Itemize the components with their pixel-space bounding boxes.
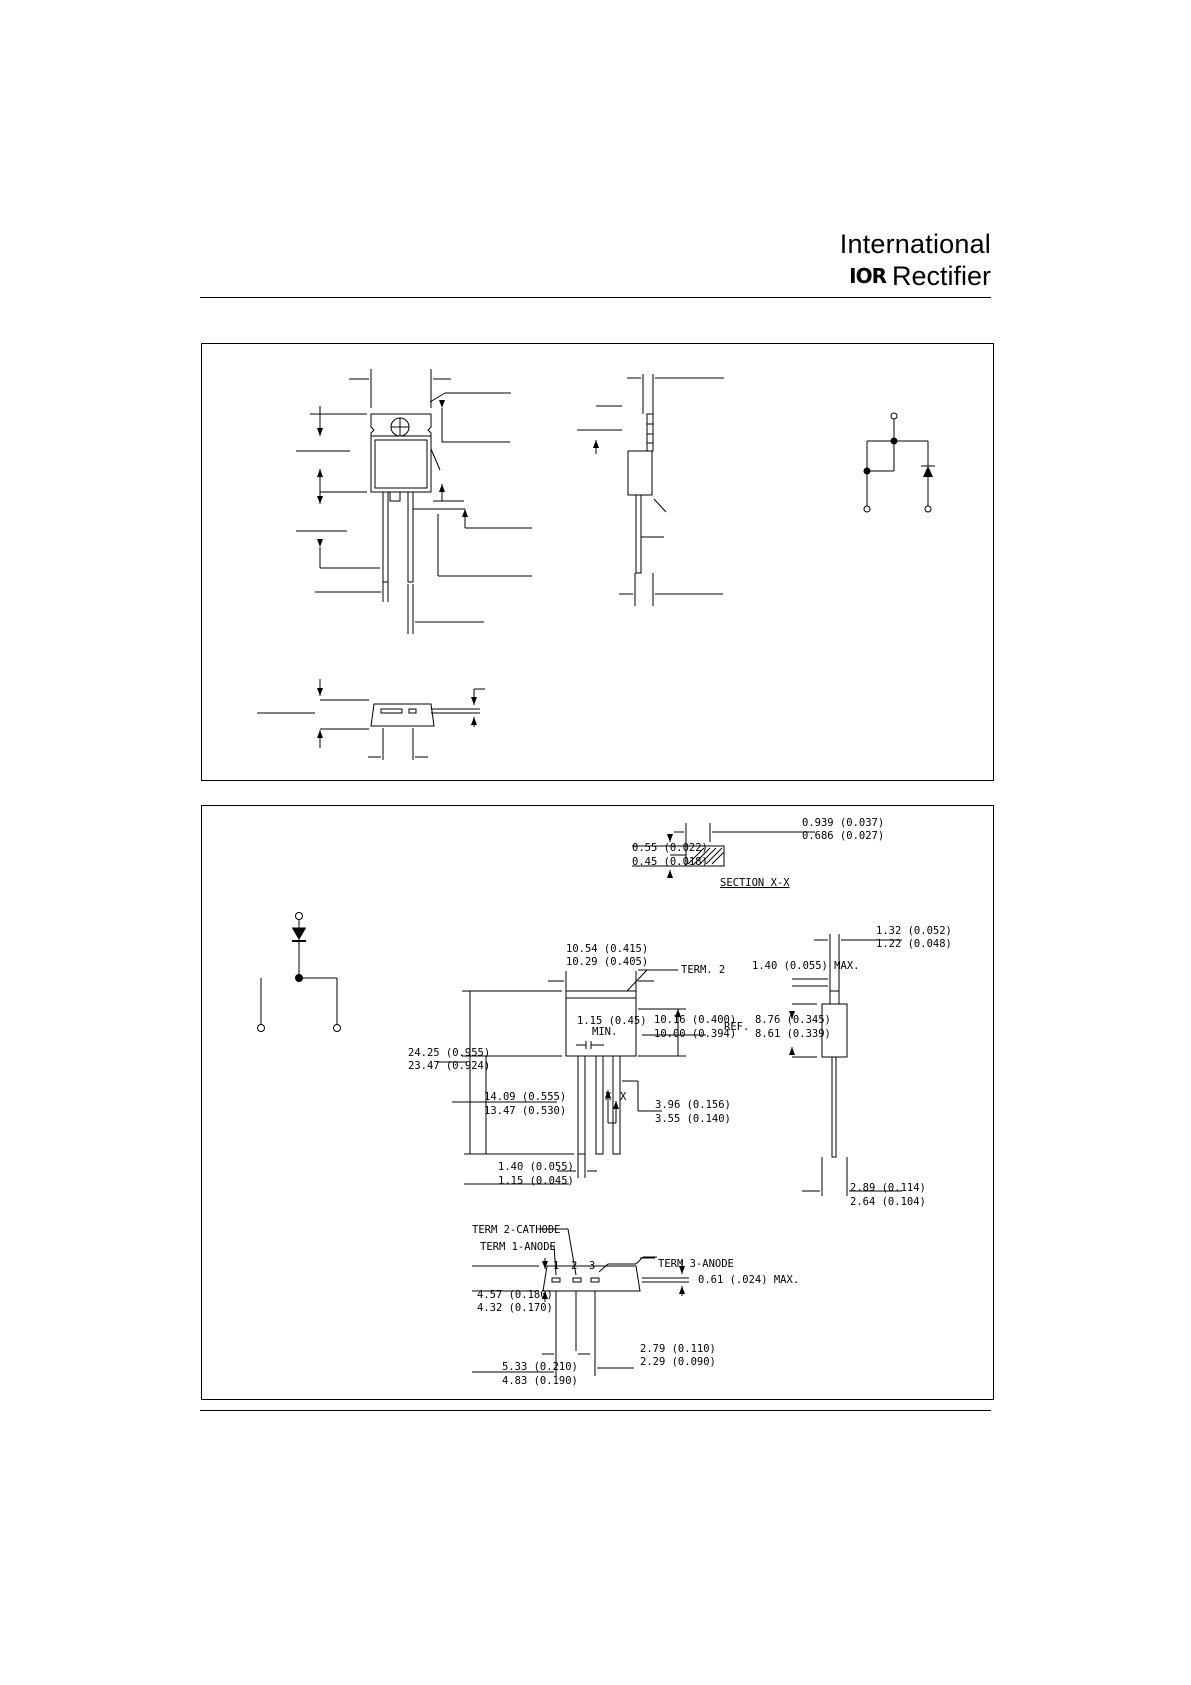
footer-rule [200, 1410, 991, 1411]
ior-logo: IOR [849, 264, 887, 288]
lead-gap-max-label: 3.96 (0.156) [655, 1099, 731, 1111]
brand-header: International IOR Rectifier [840, 228, 991, 292]
term3-anode-label: TERM 3-ANODE [658, 1258, 734, 1270]
term2-cathode-label: TERM 2-CATHODE [472, 1224, 561, 1236]
side-height-max-label: 8.76 (0.345) [755, 1014, 831, 1026]
lead-width-min-label: 1.22 (0.048) [876, 938, 952, 950]
thickness-min-label: 2.64 (0.104) [850, 1196, 926, 1208]
top-drawing-panel [201, 343, 994, 781]
tab-max-label: 1.40 (0.055) MAX. [752, 960, 859, 972]
section-marker-x-right: X [620, 1091, 627, 1103]
section-width-min-label: 0.686 (0.027) [802, 830, 884, 842]
body-height-min-label: 10.00 (0.394) [654, 1028, 736, 1040]
lead-gap-min-label: 3.55 (0.140) [655, 1113, 731, 1125]
term2-label: TERM. 2 [681, 964, 725, 976]
bottom-drawing-panel: 0.939 (0.037) 0.686 (0.027) 0.55 (0.022)… [201, 805, 994, 1400]
body-width-max-label: 10.54 (0.415) [566, 943, 648, 955]
brand-name-line2: IOR Rectifier [840, 260, 991, 292]
body-height-ref-label: REF. [724, 1021, 749, 1033]
body-height-max-label: 10.16 (0.400) [654, 1014, 736, 1026]
depth-max-label: 4.57 (0.180) [477, 1289, 553, 1301]
pin-pitch-max-label: 2.79 (0.110) [640, 1343, 716, 1355]
body-width-min-label: 10.29 (0.405) [566, 956, 648, 968]
dimensioned-package-drawing: 0.939 (0.037) 0.686 (0.027) 0.55 (0.022)… [257, 817, 952, 1387]
lead-thickness-max-label: 0.61 (.024) MAX. [698, 1274, 799, 1286]
lead-length-max-label: 14.09 (0.555) [484, 1091, 566, 1103]
lead-pitch-min-label: 1.15 (0.045) [498, 1175, 574, 1187]
section-thickness-max-label: 0.55 (0.022) [632, 842, 708, 854]
header-rule [200, 297, 991, 298]
depth-min-label: 4.32 (0.170) [477, 1302, 553, 1314]
brand-name-line1: International [839, 229, 991, 259]
pin-span-min-label: 4.83 (0.190) [502, 1375, 578, 1387]
pin-1-label: 1 [553, 1260, 559, 1272]
section-xx-label: SECTION X-X [720, 877, 790, 889]
term1-anode-label: TERM 1-ANODE [480, 1241, 556, 1253]
thickness-max-label: 2.89 (0.114) [850, 1182, 926, 1194]
lead-spacing-min-label: 1.15 (0.45) [577, 1015, 647, 1027]
pin-pitch-min-label: 2.29 (0.090) [640, 1356, 716, 1368]
brand-name-rectifier: Rectifier [891, 261, 991, 291]
total-length-min-label: 23.47 (0.924) [408, 1060, 490, 1072]
lead-width-max-label: 1.32 (0.052) [876, 925, 952, 937]
lead-pitch-max-label: 1.40 (0.055) [498, 1161, 574, 1173]
section-thickness-min-label: 0.45 (0.018) [632, 856, 708, 868]
pin-3-label: 3 [589, 1260, 595, 1272]
lead-spacing-min-suffix: MIN. [592, 1026, 617, 1038]
pin-span-max-label: 5.33 (0.210) [502, 1361, 578, 1373]
pin-2-label: 2 [571, 1260, 577, 1272]
lead-length-min-label: 13.47 (0.530) [484, 1105, 566, 1117]
to220-outline-drawing [257, 369, 935, 760]
section-width-max-label: 0.939 (0.037) [802, 817, 884, 829]
total-length-max-label: 24.25 (0.955) [408, 1047, 490, 1059]
section-marker-x-left: X [605, 1091, 612, 1103]
side-height-min-label: 8.61 (0.339) [755, 1028, 831, 1040]
